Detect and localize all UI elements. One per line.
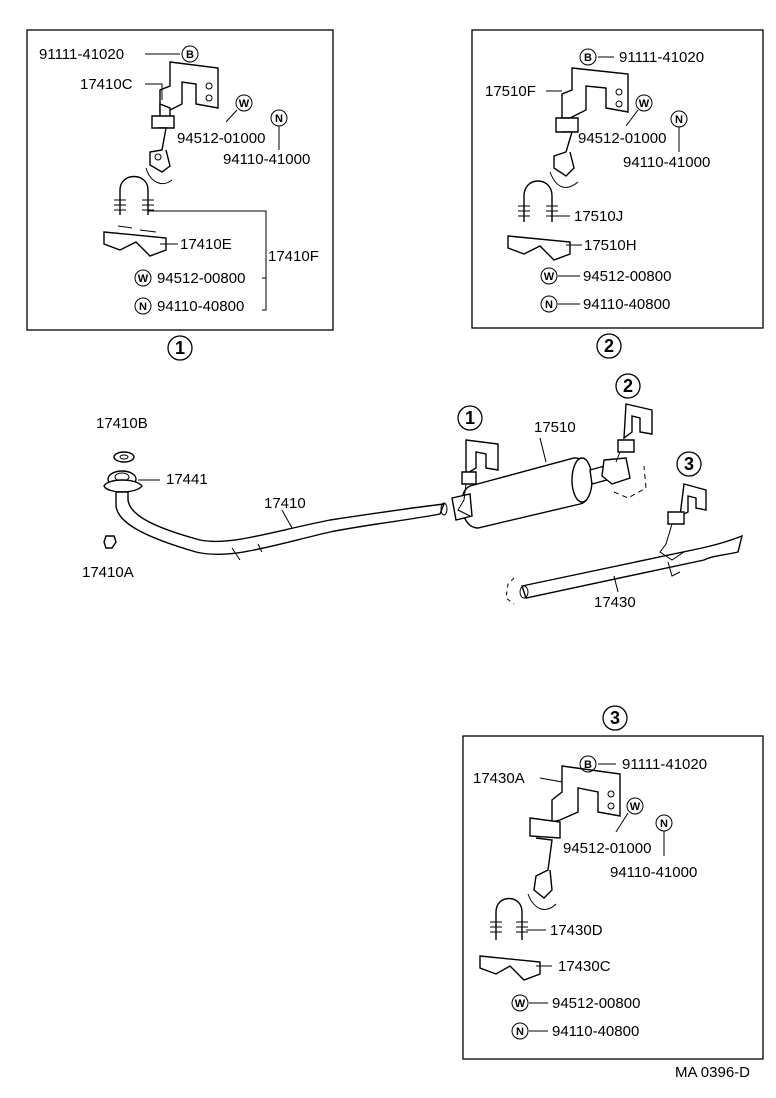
- label-nut-17410a: 17410A: [82, 564, 134, 581]
- svg-text:N: N: [139, 301, 147, 313]
- hanger-1-drawing: [457, 439, 499, 517]
- label-washer-94512-01000: 94512-01000: [177, 130, 265, 147]
- nut-n-tag-3: N: [655, 814, 673, 832]
- bolt-b-tag-1: B: [181, 45, 199, 63]
- label-bracket-17410c: 17410C: [80, 76, 133, 93]
- svg-text:W: W: [138, 273, 149, 285]
- svg-text:N: N: [516, 1026, 524, 1038]
- label-nut-94110-40800: 94110-40800: [157, 298, 244, 315]
- nut-n-tag-2b: N: [540, 295, 558, 313]
- washer-w-tag-3: W: [626, 797, 644, 815]
- label-bracket-17430a: 17430A: [473, 770, 525, 787]
- svg-text:1: 1: [465, 408, 475, 428]
- label-tail-pipe-17430: 17430: [594, 594, 636, 611]
- ubolt-clamp-17430c-drawing: [479, 897, 541, 981]
- svg-text:W: W: [630, 801, 641, 813]
- label-gasket-17410b: 17410B: [96, 415, 148, 432]
- washer-w-tag-2: W: [635, 94, 653, 112]
- label-bolt-91111-41020-2: 91111-41020: [619, 49, 704, 66]
- detail-panel-1: B W N 91111-41020 17410C 94512-01000 941…: [26, 29, 334, 331]
- svg-text:1: 1: [175, 338, 185, 358]
- label-washer-94512-00800-2: 94512-00800: [583, 268, 671, 285]
- main-ref-badge-2: 2: [615, 373, 641, 399]
- svg-text:N: N: [275, 113, 283, 125]
- svg-text:2: 2: [604, 336, 614, 356]
- label-nut-94110-40800-3: 94110-40800: [552, 1023, 639, 1040]
- washer-w-tag-1b: W: [134, 269, 152, 287]
- bracket-17410c-drawing: [145, 61, 219, 184]
- svg-text:2: 2: [623, 376, 633, 396]
- svg-text:3: 3: [610, 708, 620, 728]
- svg-text:N: N: [545, 299, 553, 311]
- ref-badge-2: 2: [596, 333, 622, 359]
- washer-w-tag-1: W: [235, 94, 253, 112]
- ubolt-clamp-17410e-drawing: [103, 175, 167, 257]
- label-bolt-91111-41020: 91111-41020: [39, 46, 124, 63]
- hanger-2-drawing: [601, 403, 653, 485]
- svg-text:W: W: [239, 98, 250, 110]
- label-clamp-17510h: 17510H: [584, 237, 637, 254]
- hanger-3-drawing: [659, 483, 707, 577]
- nut-n-tag-2: N: [670, 110, 688, 128]
- ubolt-clamp-17510h-drawing: [507, 180, 571, 261]
- panel-1-frame: [26, 29, 334, 331]
- main-ref-badge-1: 1: [457, 405, 483, 431]
- svg-text:B: B: [584, 759, 592, 771]
- label-washer-94512-00800: 94512-00800: [157, 270, 245, 287]
- svg-text:N: N: [675, 114, 683, 126]
- bolt-b-tag-3: B: [579, 755, 597, 773]
- tail-pipe-17430-drawing: [505, 534, 744, 605]
- panel-2-frame: [471, 29, 764, 329]
- label-clamp-17410e: 17410E: [180, 236, 232, 253]
- label-ubolt-17430d: 17430D: [550, 922, 603, 939]
- nut-n-tag-1: N: [270, 109, 288, 127]
- bolt-tag-text: B: [186, 49, 194, 61]
- washer-w-tag-2b: W: [540, 267, 558, 285]
- muffler-17510-drawing: [451, 457, 617, 529]
- svg-text:W: W: [515, 998, 526, 1010]
- nut-n-tag-1b: N: [134, 297, 152, 315]
- gasket-17410b-drawing: [113, 451, 135, 463]
- label-muffler-17510: 17510: [534, 419, 576, 436]
- bracket-17510f-drawing: [549, 67, 629, 188]
- drawing-code: MA 0396-D: [675, 1064, 750, 1081]
- label-nut-94110-41000: 94110-41000: [223, 151, 310, 168]
- flange-17441-drawing: [103, 470, 143, 493]
- bracket-17430a-drawing: [527, 765, 621, 910]
- main-ref-badge-3: 3: [676, 451, 702, 477]
- nut-n-tag-3b: N: [511, 1022, 529, 1040]
- front-pipe-17410-drawing: [115, 491, 446, 555]
- label-washer-94512-01000-2: 94512-01000: [578, 130, 666, 147]
- label-front-pipe-17410: 17410: [264, 495, 306, 512]
- label-clamp-assy-17410f: 17410F: [268, 248, 319, 265]
- bolt-b-tag-2: B: [579, 48, 597, 66]
- nut-17410a-drawing: [103, 535, 117, 549]
- svg-text:W: W: [544, 271, 555, 283]
- label-ubolt-17510j: 17510J: [574, 208, 623, 225]
- svg-text:B: B: [584, 52, 592, 64]
- label-nut-94110-41000-2: 94110-41000: [623, 154, 710, 171]
- label-nut-94110-40800-2: 94110-40800: [583, 296, 670, 313]
- label-bracket-17510f: 17510F: [485, 83, 536, 100]
- svg-text:3: 3: [684, 454, 694, 474]
- svg-text:N: N: [660, 818, 668, 830]
- label-clamp-17430c: 17430C: [558, 958, 611, 975]
- ref-badge-3: 3: [602, 705, 628, 731]
- ref-badge-1: 1: [167, 335, 193, 361]
- label-bolt-91111-41020-3: 91111-41020: [622, 756, 707, 773]
- detail-panel-3: B W N 91111-41020 17430A 94512-01000 941…: [462, 735, 764, 1060]
- label-washer-94512-00800-3: 94512-00800: [552, 995, 640, 1012]
- label-flange-17441: 17441: [166, 471, 208, 488]
- label-washer-94512-01000-3: 94512-01000: [563, 840, 651, 857]
- washer-w-tag-3b: W: [511, 994, 529, 1012]
- svg-text:W: W: [639, 98, 650, 110]
- detail-panel-2: B W N 91111-41020 17510F 94512-01000 941…: [471, 29, 764, 329]
- label-nut-94110-41000-3: 94110-41000: [610, 864, 697, 881]
- panel-3-frame: [462, 735, 764, 1060]
- main-exhaust-assembly: 17410B 17441 17410 17410A 17510 17430 1 …: [82, 373, 744, 611]
